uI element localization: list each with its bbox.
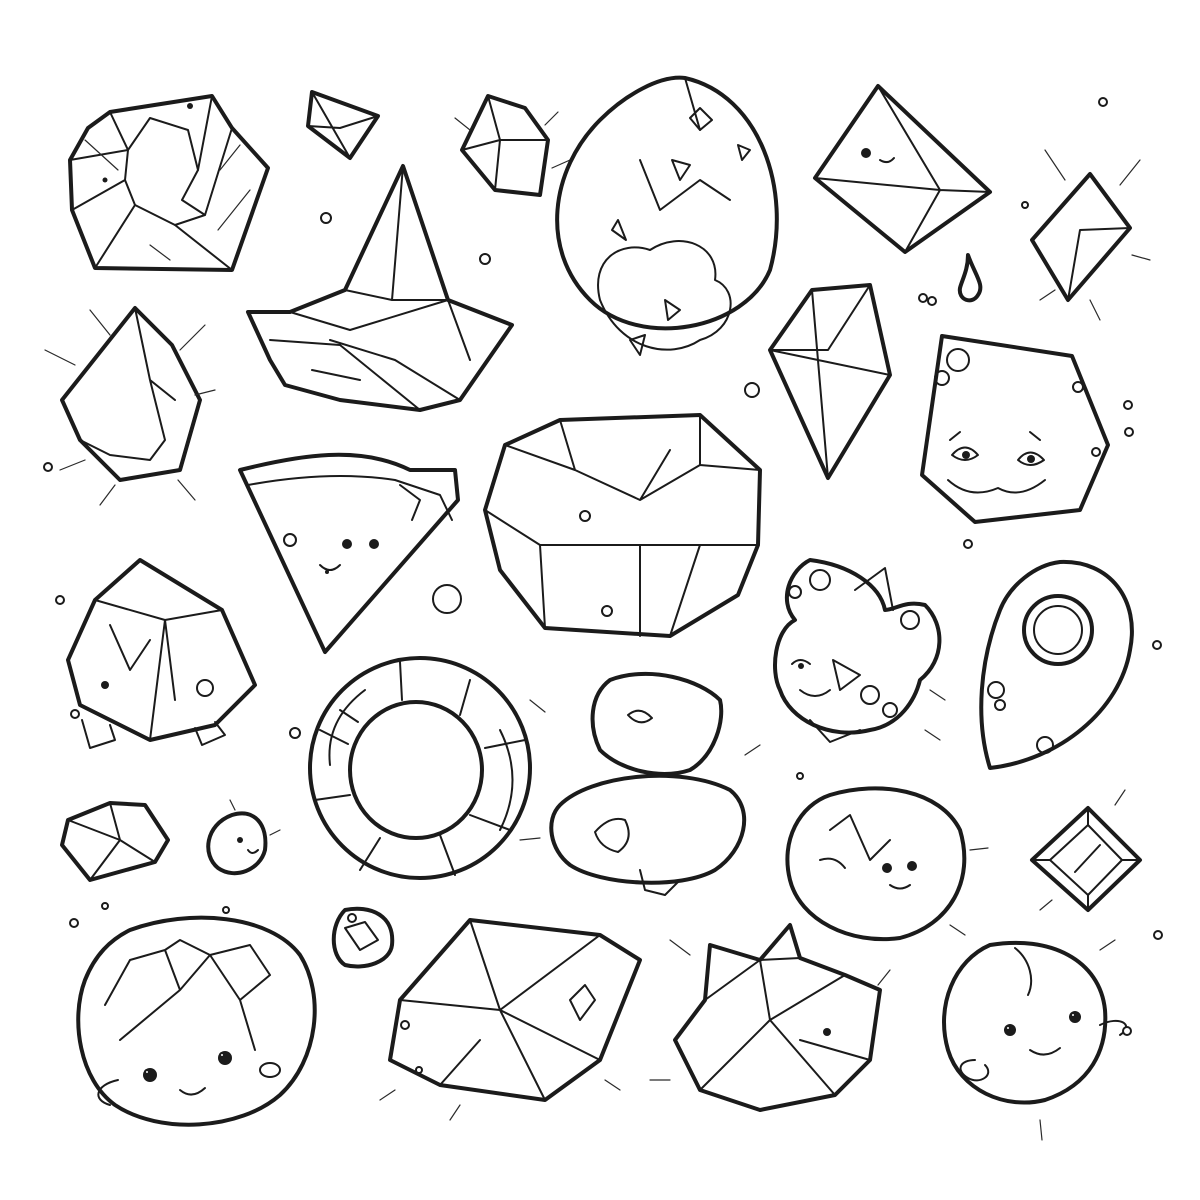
crumpled-rock-gem [68,94,270,272]
large-faceted-gem [432,413,762,638]
round-face-blob-gem [942,939,1128,1141]
cute-square-gem [813,84,992,254]
walking-cube-gem [55,558,257,749]
wide-faceted-gem [379,918,642,1121]
round-face-rock-gem [69,902,317,1127]
spotted-egg-gem [555,75,779,356]
ring-hole-gem [979,559,1162,770]
cat-face-gem [920,334,1110,524]
small-rock-gem [60,801,170,882]
small-pyramid-gem [306,90,380,160]
crystal-shard-gem [454,94,571,197]
diamond-frame-gem [1030,789,1142,912]
tiny-face-gem [206,799,281,876]
sparkling-teardrop-gem [43,306,216,506]
flower-bud-gem [773,558,946,743]
sparkling-diamond-gem [1021,97,1151,321]
smiling-triangle-gem [238,452,460,654]
tiny-round-gem [331,906,395,969]
pebble-face-gem [785,786,989,942]
spiky-cluster-crystal [246,164,514,412]
star-crystal-gem [649,923,891,1112]
stacked-pebble-gem [519,671,761,896]
scattered-dots [222,212,1163,1036]
water-drop [957,253,983,303]
kite-crystal [744,283,928,480]
ring-gem [289,656,532,880]
